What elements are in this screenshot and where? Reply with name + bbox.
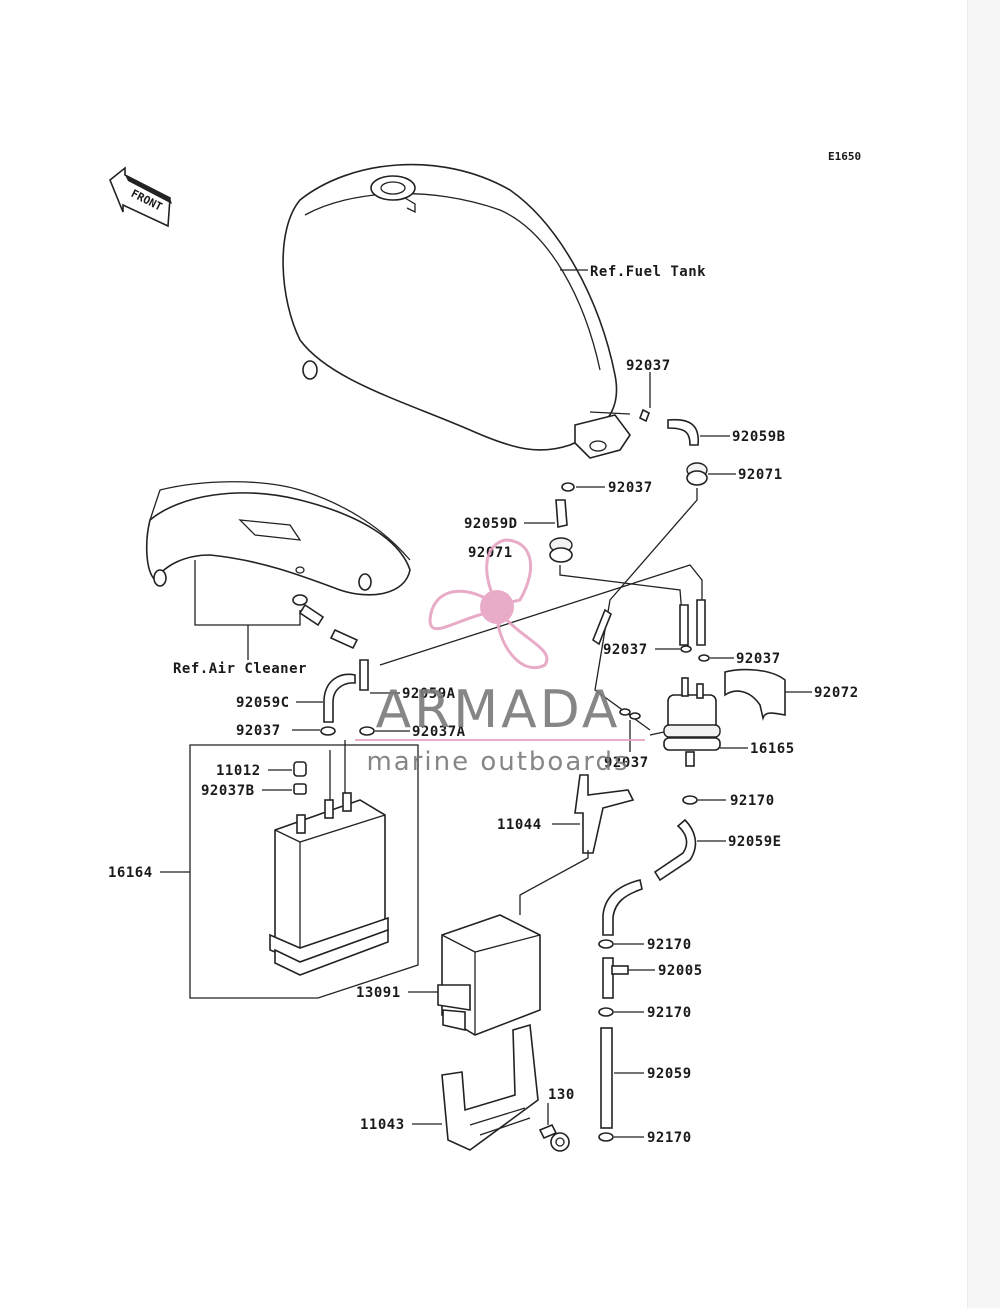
air-cleaner-housing: [145, 481, 411, 627]
ref-air-cleaner-label: Ref.Air Cleaner: [173, 661, 307, 677]
label-92059D: 92059D: [464, 516, 518, 532]
label-92059: 92059: [647, 1066, 692, 1082]
bracket-92072: [724, 668, 786, 721]
label-11012: 11012: [216, 763, 261, 779]
label-92059A: 92059A: [402, 686, 456, 702]
bracket-11044: [574, 774, 635, 854]
label-92005: 92005: [658, 963, 703, 979]
clamp-92037-low: [619, 708, 641, 720]
hose-92059B: [667, 418, 699, 446]
box-13091: [437, 914, 541, 1036]
fuel-tank: [282, 163, 631, 459]
hose-92059C: [323, 673, 356, 723]
label-11043: 11043: [360, 1117, 405, 1133]
label-92037-left: 92037: [236, 723, 281, 739]
hose-92059E: [653, 818, 697, 882]
front-arrow-icon: FRONT: [109, 166, 172, 228]
watermark-brand: ARMADA: [376, 680, 621, 740]
ref-fuel-tank-label: Ref.Fuel Tank: [590, 264, 706, 280]
label-92037-low: 92037: [604, 755, 649, 771]
label-92037-top: 92037: [626, 358, 671, 374]
canister-16164: [269, 740, 389, 976]
label-92037A: 92037A: [412, 724, 466, 740]
hose-line-b: [594, 488, 698, 731]
label-92170-b: 92170: [647, 937, 692, 953]
label-13091: 13091: [356, 985, 401, 1001]
hose-92059A: [359, 659, 369, 691]
clamp-92170-a: [682, 795, 698, 805]
label-92037-mid: 92037: [608, 480, 653, 496]
clamp-92037-left: [320, 726, 336, 736]
hose-92059: [600, 1027, 613, 1129]
label-92059C: 92059C: [236, 695, 290, 711]
label-92071-right: 92071: [738, 467, 783, 483]
label-11044: 11044: [497, 817, 542, 833]
label-92037B: 92037B: [201, 783, 255, 799]
grommet-92071-left: [549, 537, 573, 563]
bracket-11043: [441, 1023, 539, 1151]
label-130: 130: [548, 1087, 575, 1103]
hose-92059D: [555, 499, 568, 528]
hose-stub-2: [696, 599, 706, 646]
group-box-16164: [189, 744, 419, 999]
page-edge-strip: [967, 0, 1000, 1308]
hose-small-1: [329, 628, 359, 650]
clamp-92037-mid: [561, 482, 575, 492]
joint-92005: [602, 957, 629, 999]
canister-16165: [649, 677, 721, 767]
clamp-92037-r1: [680, 645, 692, 653]
label-92072: 92072: [814, 685, 859, 701]
clamp-92037-top: [638, 408, 651, 423]
clamp-92170-d: [598, 1132, 614, 1142]
clamp-92170-b: [598, 939, 614, 949]
hose-stub-1: [679, 604, 689, 646]
bolt-130: [538, 1123, 570, 1152]
cap-11012: [293, 761, 307, 777]
label-16165: 16165: [750, 741, 795, 757]
label-92059E: 92059E: [728, 834, 782, 850]
watermark: ARMADA marine outboards: [355, 538, 645, 777]
propeller-logo-icon: [428, 538, 549, 670]
label-92170-c: 92170: [647, 1005, 692, 1021]
label-92037-r1: 92037: [603, 642, 648, 658]
watermark-tagline: marine outboards: [366, 747, 629, 777]
hose-line-a: [559, 565, 685, 641]
label-16164: 16164: [108, 865, 153, 881]
clamp-92170-c: [598, 1007, 614, 1017]
diagram-code: E1650: [828, 150, 861, 163]
grommet-92071-right: [686, 462, 708, 486]
label-92170-d: 92170: [647, 1130, 692, 1146]
clamp-92037B: [293, 783, 307, 795]
hose-lower-bend: [602, 879, 643, 936]
label-92037-r2: 92037: [736, 651, 781, 667]
label-92059B: 92059B: [732, 429, 786, 445]
clamp-92037-r2: [698, 654, 710, 662]
label-92170-a: 92170: [730, 793, 775, 809]
hose-stub-3: [592, 608, 612, 646]
clamp-92037A: [359, 726, 375, 736]
